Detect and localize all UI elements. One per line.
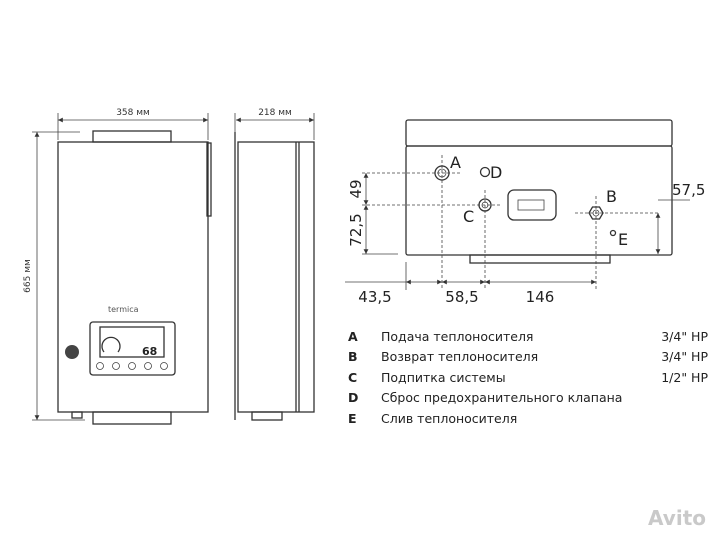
watermark-logo: Avito xyxy=(648,506,706,530)
legend-key: D xyxy=(348,390,359,406)
brand-logo: termica xyxy=(108,305,139,314)
legend-key: A xyxy=(348,328,358,344)
label-e: E xyxy=(618,230,628,249)
dim-72-5: 72,5 xyxy=(347,213,365,246)
connection-legend: A Подача теплоносителя 3/4" НР B Возврат те… xyxy=(348,326,708,429)
front-view: 358 мм 665 мм termica 68 xyxy=(23,108,212,425)
legend-size: 3/4" НР xyxy=(661,328,708,344)
dim-146: 146 xyxy=(526,288,555,306)
legend-desc: Подпитка системы xyxy=(381,369,506,385)
legend-row: D Сброс предохранительного клапана xyxy=(348,388,708,409)
legend-desc: Слив теплоносителя xyxy=(381,410,518,426)
legend-size: 3/4" НР xyxy=(661,349,708,365)
width-dimension: 358 мм xyxy=(116,108,150,118)
legend-desc: Подача теплоносителя xyxy=(381,328,534,344)
label-a: A xyxy=(450,153,461,172)
label-b: B xyxy=(606,187,617,206)
legend-row: B Возврат теплоносителя 3/4" НР xyxy=(348,347,708,368)
legend-desc: Возврат теплоносителя xyxy=(381,349,539,365)
legend-key: C xyxy=(348,369,358,385)
label-d: D xyxy=(490,163,502,182)
dim-43-5: 43,5 xyxy=(358,288,391,306)
legend-row: A Подача теплоносителя 3/4" НР xyxy=(348,326,708,347)
legend-desc: Сброс предохранительного клапана xyxy=(381,390,623,406)
legend-key: E xyxy=(348,410,357,426)
bottom-view: A D C B E 49 72,5 57,5 43,5 58,5 146 xyxy=(345,119,705,306)
side-view: 218 мм xyxy=(234,108,315,421)
depth-dimension: 218 мм xyxy=(258,108,292,118)
dim-49: 49 xyxy=(347,179,365,198)
legend-key: B xyxy=(348,349,358,365)
legend-row: E Слив теплоносителя xyxy=(348,408,708,429)
dim-58-5: 58,5 xyxy=(445,288,478,306)
legend-row: C Подпитка системы 1/2" НР xyxy=(348,367,708,388)
dim-57-5: 57,5 xyxy=(672,181,705,199)
display-temperature: 68 xyxy=(142,345,157,358)
legend-size: 1/2" НР xyxy=(661,369,708,385)
label-c: C xyxy=(463,207,474,226)
control-buttons[interactable] xyxy=(96,362,168,370)
height-dimension: 665 мм xyxy=(23,259,33,293)
pressure-gauge-icon xyxy=(65,345,79,359)
